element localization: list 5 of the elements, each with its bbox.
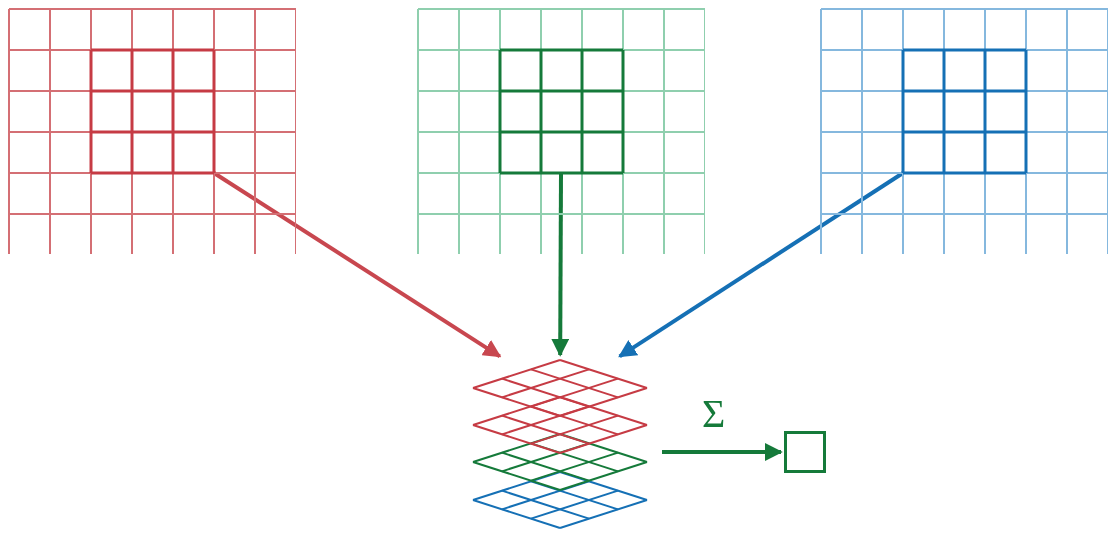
- arrow: [212, 171, 502, 359]
- arrow: [618, 171, 905, 359]
- arrow: [662, 443, 783, 461]
- arrow: [551, 173, 570, 357]
- edge-label: Σ: [702, 394, 726, 434]
